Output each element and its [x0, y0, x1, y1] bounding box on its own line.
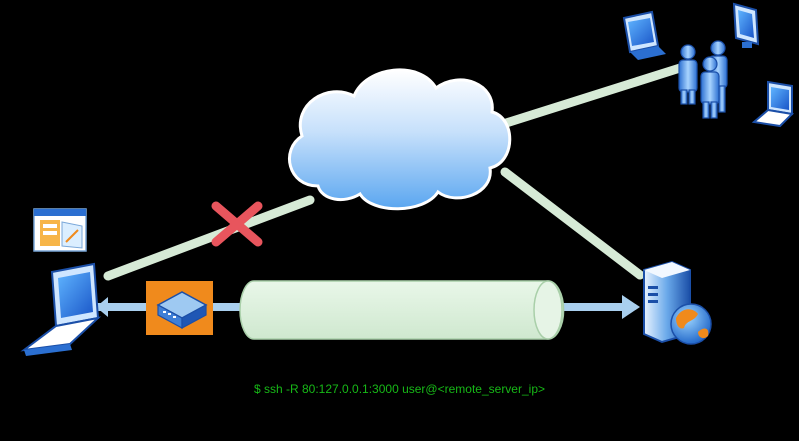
cloud-icon: [287, 68, 512, 211]
server-globe-icon: [643, 260, 712, 345]
desktop-icon: [622, 10, 666, 60]
connection-lines: [103, 63, 685, 281]
tunnel-cylinder: [239, 280, 565, 340]
users-cluster: [622, 2, 795, 128]
users-icon: [678, 40, 728, 119]
app-window-icon: [33, 208, 87, 252]
laptop-icon: [751, 80, 795, 128]
tunnel-arrows: [96, 295, 640, 319]
laptop-icon: [20, 262, 102, 356]
arrow-left-head: [96, 297, 108, 317]
ssh-command-text: $ ssh -R 80:127.0.0.1:3000 user@<remote_…: [253, 382, 546, 396]
monitor-icon: [732, 2, 760, 48]
link-cloud-to-server: [500, 167, 645, 280]
link-laptop-to-cloud: [103, 195, 315, 281]
link-cloud-to-users: [495, 63, 685, 130]
arrow-right-head: [622, 295, 640, 319]
router-icon: [146, 281, 213, 335]
red-x-icon: [211, 201, 263, 247]
